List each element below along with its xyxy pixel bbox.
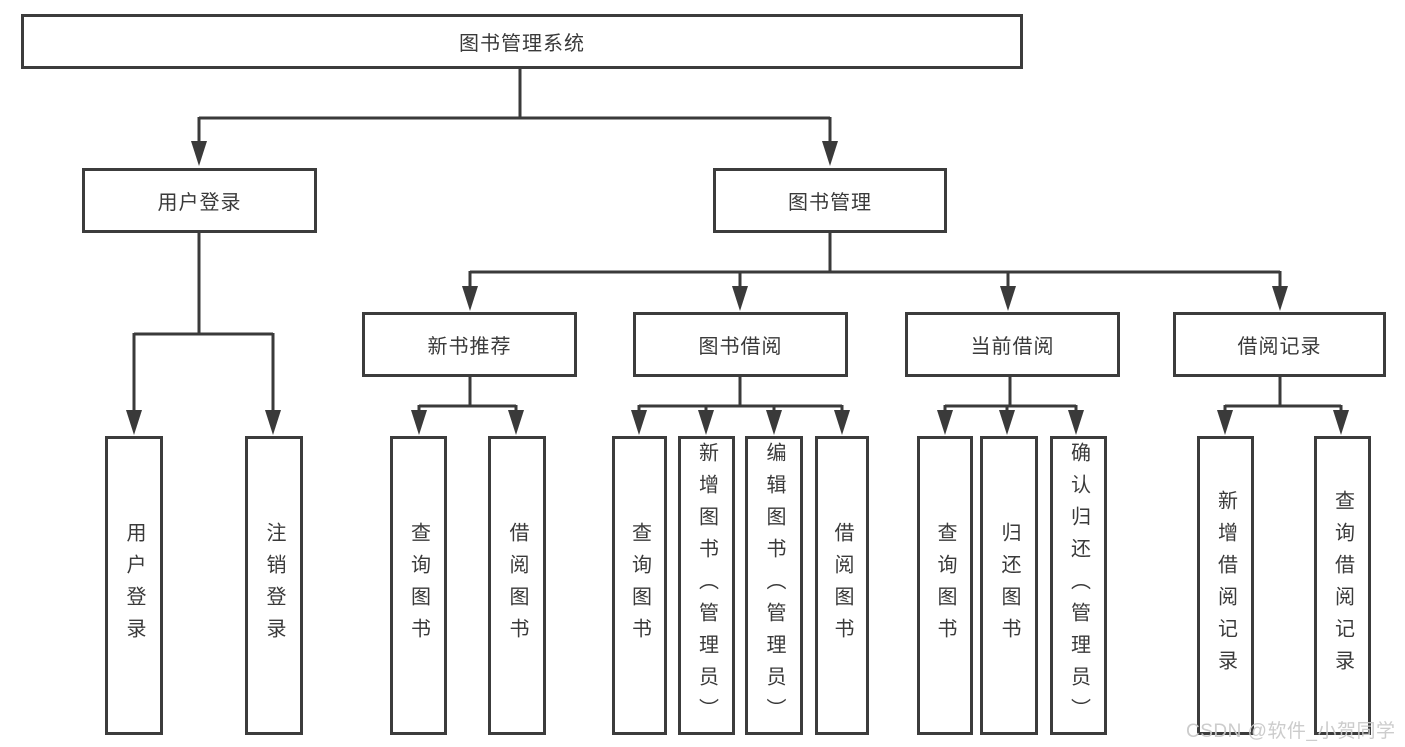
leaf-label: 借阅图书 — [506, 521, 528, 650]
leaf-borrow-books-recommend: 借阅图书 — [488, 436, 546, 735]
leaf-borrow-books: 借阅图书 — [815, 436, 869, 735]
leaf-logout: 注销登录 — [245, 436, 303, 735]
leaf-label: 注销登录 — [263, 521, 285, 650]
leaf-add-borrow-record: 新增借阅记录 — [1197, 436, 1254, 735]
node-root: 图书管理系统 — [21, 14, 1023, 69]
leaf-query-books-borrow: 查询图书 — [612, 436, 667, 735]
arrowheads — [126, 141, 1349, 435]
leaf-label: 编辑图书（管理员） — [763, 441, 785, 730]
leaf-label: 用户登录 — [123, 521, 145, 650]
leaf-return-books: 归还图书 — [980, 436, 1038, 735]
node-new-book-recommend: 新书推荐 — [362, 312, 577, 377]
watermark-text: CSDN @软件_小贺同学 — [1186, 721, 1396, 742]
node-book-borrow: 图书借阅 — [633, 312, 848, 377]
leaf-label: 借阅图书 — [831, 521, 853, 650]
leaf-label: 新增借阅记录 — [1214, 489, 1237, 682]
node-user-login: 用户登录 — [82, 168, 317, 233]
leaf-label: 新增图书（管理员） — [695, 441, 718, 730]
leaf-label: 归还图书 — [998, 521, 1020, 650]
leaf-query-books-current: 查询图书 — [917, 436, 973, 735]
leaf-query-borrow-record: 查询借阅记录 — [1314, 436, 1371, 735]
connector-strokes — [132, 69, 1343, 413]
leaf-confirm-return-admin: 确认归还（管理员） — [1050, 436, 1107, 735]
node-borrow-records: 借阅记录 — [1173, 312, 1386, 377]
leaf-label: 查询借阅记录 — [1331, 489, 1354, 682]
node-current-borrow: 当前借阅 — [905, 312, 1120, 377]
leaf-user-login: 用户登录 — [105, 436, 163, 735]
leaf-label: 查询图书 — [934, 521, 956, 650]
leaf-label: 查询图书 — [407, 521, 430, 650]
leaf-label: 查询图书 — [628, 521, 651, 650]
leaf-edit-books-admin: 编辑图书（管理员） — [745, 436, 803, 735]
leaf-label: 确认归还（管理员） — [1067, 441, 1090, 730]
leaf-query-books-recommend: 查询图书 — [390, 436, 447, 735]
node-book-management: 图书管理 — [713, 168, 947, 233]
leaf-add-books-admin: 新增图书（管理员） — [678, 436, 735, 735]
